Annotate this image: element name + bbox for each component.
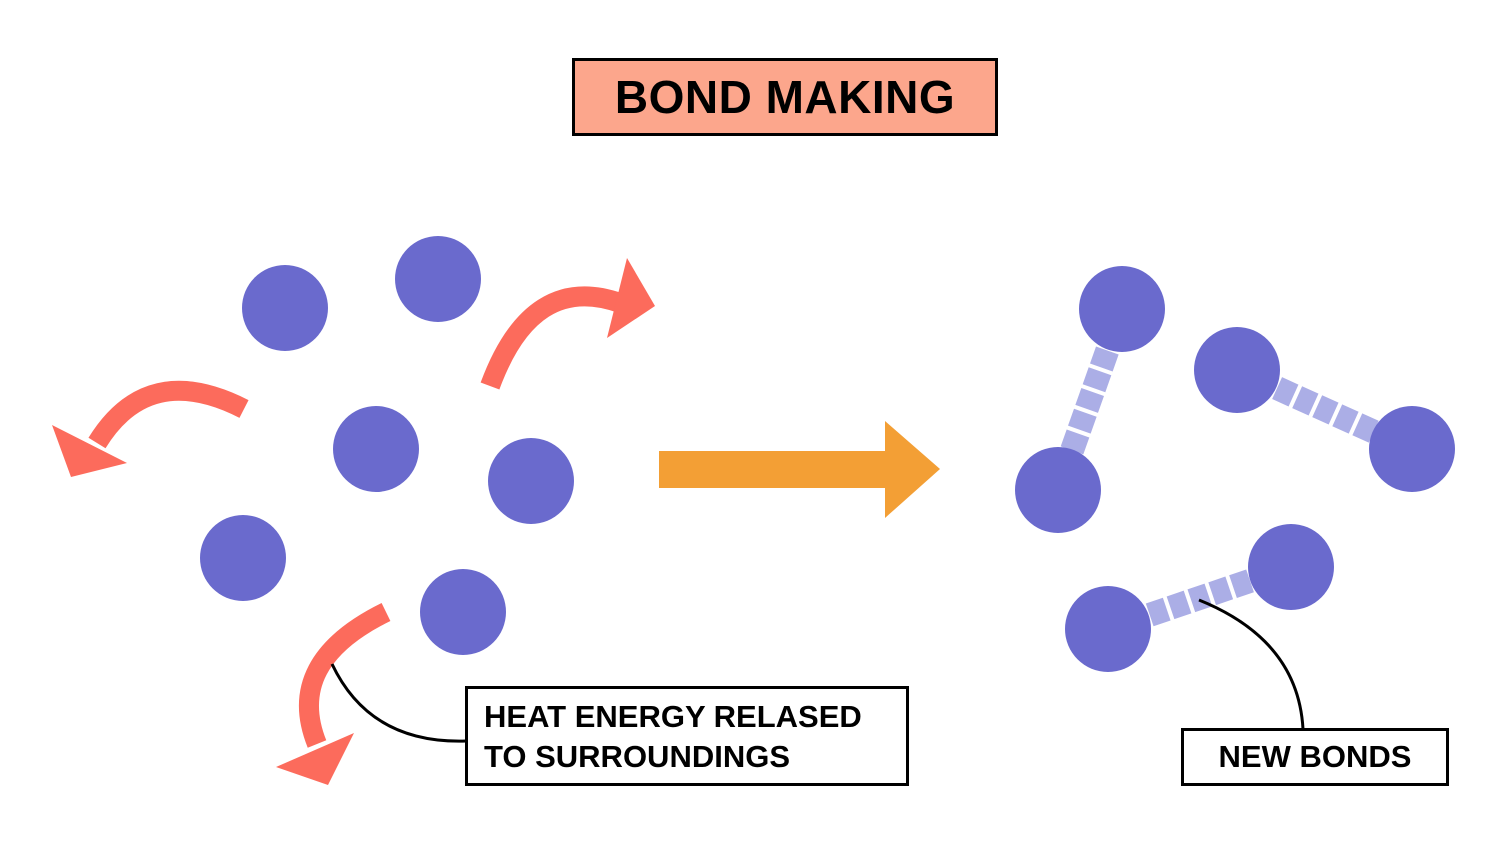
free-atom — [200, 515, 286, 601]
bonded-atom — [1248, 524, 1334, 610]
bonded-atom — [1079, 266, 1165, 352]
heat-leader-line — [330, 663, 467, 743]
free-atom — [420, 569, 506, 655]
process-arrow — [659, 421, 940, 518]
bonded-atom — [1065, 586, 1151, 672]
heat-energy-label: HEAT ENERGY RELASED TO SURROUNDINGS — [465, 686, 909, 786]
free-atom — [333, 406, 419, 492]
bonded-atoms — [1015, 266, 1455, 672]
free-atom — [395, 236, 481, 322]
heat-release-arrows — [52, 258, 655, 785]
heat-arrow-upper — [480, 258, 655, 390]
title-label: BOND MAKING — [572, 58, 998, 136]
heat-arrow-lower — [276, 603, 391, 785]
free-atom — [242, 265, 328, 351]
heat-arrow-left — [52, 380, 249, 477]
bonds-leader-line — [1198, 598, 1305, 730]
bonded-atom — [1194, 327, 1280, 413]
heat-label-line-1: HEAT ENERGY RELASED — [484, 699, 862, 734]
free-atoms — [200, 236, 574, 655]
bonded-atom — [1369, 406, 1455, 492]
bonded-atom — [1015, 447, 1101, 533]
new-bonds-label: NEW BONDS — [1181, 728, 1449, 786]
free-atom — [488, 438, 574, 524]
heat-label-line-2: TO SURROUNDINGS — [484, 739, 791, 774]
